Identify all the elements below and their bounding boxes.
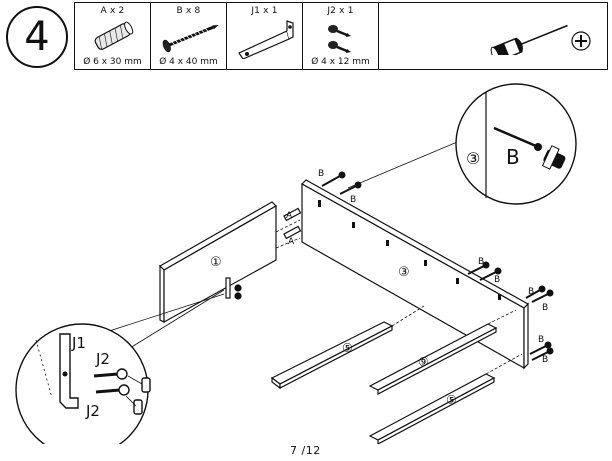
label-b-2: B — [350, 195, 356, 205]
label-b-detail: B — [506, 145, 520, 169]
label-b-6: B — [542, 303, 548, 313]
label-panel-3: ③ — [398, 265, 410, 280]
label-j2-bottom: J2 — [85, 402, 100, 420]
parts-table: A x 2 Ø 6 x 30 mm B x 8 Ø 4 x 40 mm — [74, 2, 608, 70]
bracket-j1-detail — [59, 333, 79, 409]
part-b-cell: B x 8 Ø 4 x 40 mm — [151, 3, 227, 69]
label-b-7: B — [538, 335, 544, 345]
long-screw-icon — [162, 25, 219, 53]
part-a-dimension: Ø 6 x 30 mm — [83, 57, 142, 67]
part-j2-header: J2 x 1 — [327, 6, 354, 16]
page-number: 7 /12 — [290, 444, 321, 457]
label-b-8: B — [542, 355, 548, 365]
label-j1: J1 — [71, 334, 86, 352]
panel-3-face — [301, 182, 525, 370]
panel-5-left-top — [270, 321, 394, 385]
assembly-diagram: ③ B ① ③ ⑤ ⑨ ⑤ B B B B B B B B A A J1 J2 … — [15, 83, 577, 444]
short-screw-icon — [328, 25, 351, 53]
part-j2-cell: J2 x 1 Ø 4 x 12 mm — [303, 3, 379, 69]
part-a-cell: A x 2 Ø 6 x 30 mm — [75, 3, 151, 69]
label-b-5: B — [528, 287, 534, 297]
label-panel-5-left: ⑤ — [342, 341, 353, 355]
panel-9-front — [377, 327, 497, 395]
label-a-2: A — [288, 237, 295, 247]
label-j2-top: J2 — [95, 350, 110, 368]
label-b-1: B — [318, 169, 324, 179]
label-panel-5-right: ⑤ — [446, 393, 457, 407]
label-panel-9: ⑨ — [418, 355, 429, 369]
angle-bracket-icon — [238, 20, 294, 59]
part-j1-cell: J1 x 1 — [227, 3, 303, 69]
step-number: 4 — [6, 6, 68, 68]
label-a-1: A — [286, 211, 293, 221]
part-j2-dimension: Ø 4 x 12 mm — [311, 57, 370, 67]
tool-cell — [379, 3, 607, 69]
detail-circle-screw — [455, 83, 577, 205]
phillips-screwdriver-icon — [490, 24, 591, 55]
part-b-header: B x 8 — [176, 6, 201, 16]
panel-3-side-edge — [523, 302, 529, 370]
label-b-4: B — [494, 275, 500, 285]
panel-1-face — [163, 204, 277, 324]
panel-5-left-front — [279, 325, 393, 389]
part-j1-header: J1 x 1 — [251, 6, 278, 16]
panel-5-right-front — [377, 376, 495, 444]
part-a-header: A x 2 — [100, 6, 125, 16]
part-b-dimension: Ø 4 x 40 mm — [159, 57, 218, 67]
label-3-detail: ③ — [466, 149, 480, 168]
wooden-dowel-icon — [94, 21, 134, 50]
label-b-3: B — [478, 257, 484, 267]
label-panel-1: ① — [210, 255, 222, 270]
